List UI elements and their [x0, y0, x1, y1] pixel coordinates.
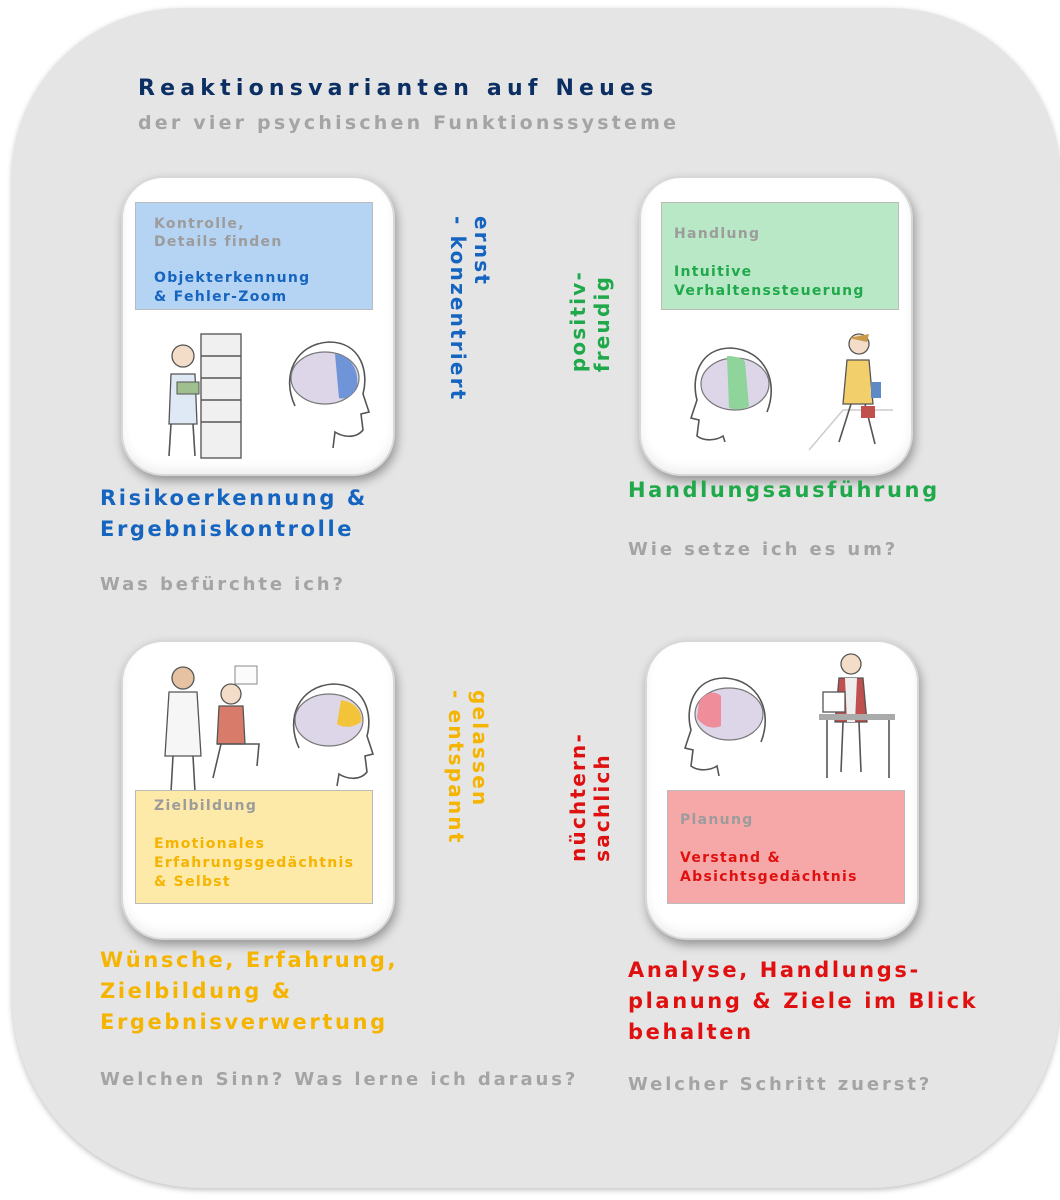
- illustration-office-worker: [168, 333, 242, 459]
- question-planung: Welcher Schritt zuerst?: [628, 1074, 933, 1095]
- box-label-handlung: Handlung: [674, 226, 761, 242]
- page-subtitle: der vier psychischen Funktionssysteme: [138, 112, 680, 134]
- box-label-planung: Planung: [680, 812, 754, 828]
- heading-handlung: Handlungsausführung: [628, 478, 940, 502]
- card-handlung: Handlung Intuitive Verhaltenssteuerung: [639, 176, 913, 476]
- box-kontrolle: Kontrolle, Details finden Objekterkennun…: [135, 202, 373, 310]
- heading-zielbildung: Wünsche, Erfahrung, Zielbildung & Ergebn…: [100, 948, 399, 1034]
- side-text-planung: nüchtern- sachlich: [566, 732, 614, 862]
- question-kontrolle: Was befürchte ich?: [100, 574, 346, 595]
- question-handlung: Wie setze ich es um?: [628, 539, 899, 560]
- brain-head-zielbildung: [292, 683, 375, 787]
- brain-head-handlung: [689, 347, 772, 442]
- card-zielbildung: Zielbildung Emotionales Erfahrungsgedäch…: [121, 640, 395, 940]
- side-text-handlung: positiv- freudig: [566, 270, 614, 373]
- box-text-kontrolle: Objekterkennung & Fehler-Zoom: [154, 270, 311, 305]
- heading-kontrolle: Risikoerkennung & Ergebniskontrolle: [100, 486, 368, 541]
- box-text-handlung: Intuitive Verhaltenssteuerung: [674, 264, 865, 299]
- box-text-zielbildung: Emotionales Erfahrungsgedächtnis & Selbs…: [154, 836, 355, 890]
- side-text-kontrolle: ernst - konzentriert: [446, 216, 494, 402]
- side-text-zielbildung: gelassen - entspannt: [444, 690, 492, 845]
- illustration-standing-desk: [819, 653, 895, 778]
- box-label-zielbildung: Zielbildung: [154, 798, 258, 814]
- illustration-doctor-patient: [164, 665, 260, 793]
- question-zielbildung: Welchen Sinn? Was lerne ich daraus?: [100, 1069, 579, 1090]
- page-title: Reaktionsvarianten auf Neues: [138, 76, 659, 101]
- card-planung: Planung Verstand & Absichtsgedächtnis: [645, 640, 919, 940]
- illustration-walking-person: [808, 333, 893, 451]
- box-label-kontrolle: Kontrolle, Details finden: [154, 216, 283, 250]
- box-handlung: Handlung Intuitive Verhaltenssteuerung: [661, 202, 899, 310]
- box-zielbildung: Zielbildung Emotionales Erfahrungsgedäch…: [135, 790, 373, 904]
- brain-head-planung: [683, 677, 766, 777]
- brain-head-kontrolle: [288, 341, 371, 449]
- card-kontrolle: Kontrolle, Details finden Objekterkennun…: [121, 176, 395, 476]
- box-planung: Planung Verstand & Absichtsgedächtnis: [667, 790, 905, 904]
- heading-planung: Analyse, Handlungs- planung & Ziele im B…: [628, 958, 979, 1044]
- box-text-planung: Verstand & Absichtsgedächtnis: [680, 850, 858, 885]
